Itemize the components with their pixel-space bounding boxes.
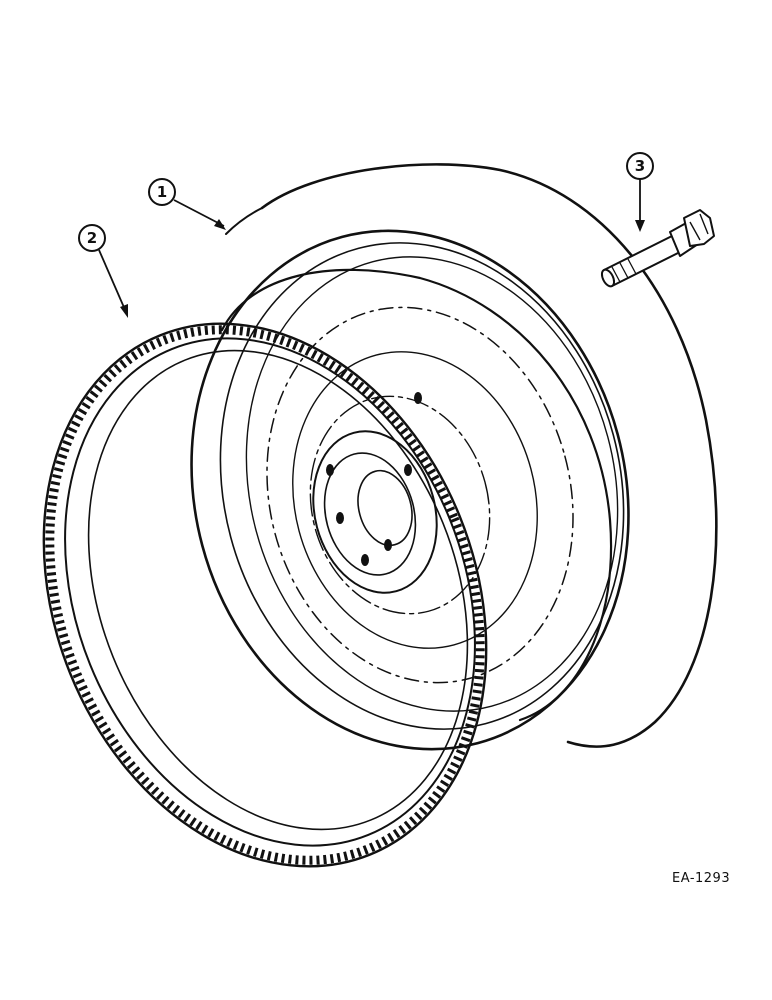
bolt-hole [384, 539, 392, 551]
bolt-head-facet [689, 213, 709, 241]
ring-gear-teeth [45, 325, 485, 865]
callout-1-circle [148, 178, 176, 206]
callout-1-leader [173, 199, 225, 227]
ring-gear-inner-edge [64, 337, 476, 847]
flywheel-bolt-holes [326, 392, 422, 566]
callout-2-circle [78, 224, 106, 252]
ring-gear [42, 322, 488, 868]
flywheel-face-ring-2 [309, 395, 491, 615]
flywheel-rim-band-1 [219, 242, 625, 730]
callout-1: 1 [148, 178, 226, 230]
bolt-hole [404, 464, 412, 476]
ring-gear-inner-face [87, 349, 469, 831]
bolt-thread-end [600, 268, 616, 288]
callout-3-number: 3 [635, 157, 645, 175]
flywheel-hub-bore [357, 469, 413, 547]
bolt-hole [361, 554, 369, 566]
bolt-head [683, 209, 715, 247]
flywheel-face-ring-1 [292, 351, 538, 649]
flywheel-rear-rim [260, 163, 718, 748]
bolt [600, 209, 715, 288]
flywheel-clutch-face-dashed [266, 306, 574, 684]
bolt-hole [414, 392, 422, 404]
ring-gear-outer-edge [42, 322, 488, 868]
figure-id-label: EA-1293 [672, 871, 731, 886]
callout-3: 3 [626, 152, 654, 232]
flywheel [190, 163, 718, 751]
bolt-hole [326, 464, 334, 476]
callout-2: 2 [78, 224, 128, 318]
bolt-thread [611, 258, 637, 283]
bolt-shank [603, 233, 685, 287]
bolt-hole [336, 512, 344, 524]
callout-3-arrowhead [635, 220, 645, 232]
flywheel-drum-top [225, 207, 263, 235]
callout-2-arrowhead [120, 304, 128, 318]
flywheel-inner-wall [220, 268, 613, 722]
flywheel-hub-inner [323, 452, 417, 576]
flywheel-front-rim [190, 229, 630, 751]
callout-2-leader [98, 249, 127, 313]
flywheel-hub-outer [312, 430, 438, 594]
callout-1-arrowhead [214, 219, 226, 230]
callout-1-number: 1 [157, 183, 167, 201]
callout-2-number: 2 [87, 229, 97, 247]
flywheel-rim-band-2 [245, 256, 619, 712]
